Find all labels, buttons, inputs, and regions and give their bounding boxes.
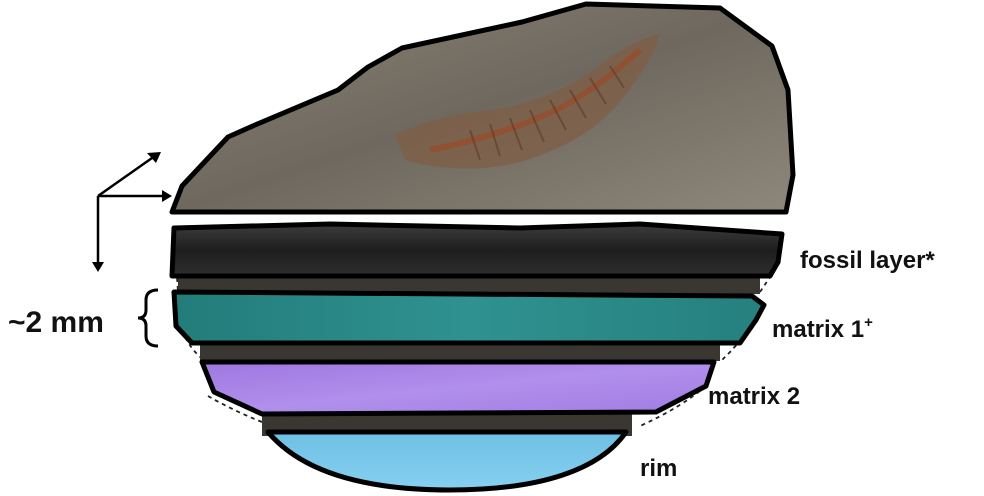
rim-label: rim <box>640 455 677 482</box>
scale-label: ~2 mm <box>8 306 104 339</box>
axes-arrows-icon <box>92 152 172 272</box>
matrix1-band <box>174 292 764 343</box>
fossil-layer-band <box>172 224 782 276</box>
matrix2-band <box>202 362 714 414</box>
curly-brace-icon <box>138 290 158 346</box>
fossil-layer-label: fossil layer* <box>800 247 935 274</box>
matrix1-label-text: matrix 1 <box>772 316 864 343</box>
matrix2-label: matrix 2 <box>708 383 800 410</box>
matrix1-label-superscript: + <box>864 314 873 331</box>
fossil-slab <box>172 4 793 212</box>
matrix1-label: matrix 1+ <box>772 314 873 343</box>
rim-band <box>268 432 626 490</box>
